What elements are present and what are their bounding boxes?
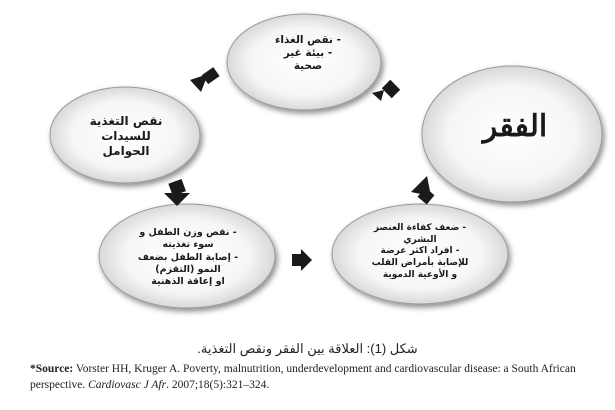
node-poverty-text: الفقر xyxy=(440,108,590,146)
cycle-diagram xyxy=(49,13,603,309)
node-line: و الأوعية الدموية xyxy=(382,269,458,280)
node-weak-productivity xyxy=(331,203,509,305)
arrow-nutrition-to-child-shaft xyxy=(168,178,186,196)
arrow-nutrition-to-child xyxy=(164,193,190,206)
node-line: النمو (التقزم) xyxy=(155,264,221,276)
node-line: الحوامل xyxy=(102,144,150,158)
source-rest: . 2007;18(5):321–324. xyxy=(166,378,270,391)
node-line: نقص التغذية xyxy=(89,114,163,128)
node-line: - نقص وزن الطفل و xyxy=(139,227,237,238)
node-line: سوء تغذيته xyxy=(162,239,214,251)
arrow-food-to-nutrition-shaft xyxy=(201,67,220,85)
figure-caption: شكل (1): العلاقة بين الفقر ونقص التغذية. xyxy=(197,341,418,356)
node-line: للسيدات xyxy=(101,129,151,143)
node-food-shortage-text: - نقص الغذاء - بيئة غير صحية xyxy=(248,34,368,73)
arrow-poverty-to-food-shaft xyxy=(381,79,401,99)
node-line: الفقر xyxy=(482,109,548,144)
node-maternal-nutrition-text: نقص التغذية للسيدات الحوامل xyxy=(72,114,180,159)
node-line: البشري xyxy=(403,234,437,245)
node-line: - بيئة غير xyxy=(283,47,333,60)
node-food-shortage xyxy=(226,13,382,111)
arrow-poverty-to-food xyxy=(372,90,384,101)
node-line: - نقص الغذاء xyxy=(275,34,341,46)
arrow-child-to-weak-shaft xyxy=(292,254,302,266)
node-line: - ضعف كفاءة العنصر xyxy=(373,223,467,233)
source-label: *Source: xyxy=(30,363,74,375)
source-text: Vorster HH, Kruger A. Poverty, malnutrit… xyxy=(30,363,576,391)
source-journal: Cardiovasc J Afr xyxy=(88,378,167,391)
arrow-weak-to-poverty-shaft xyxy=(417,187,435,205)
node-poverty xyxy=(421,65,603,203)
arrow-food-to-nutrition xyxy=(190,74,208,92)
node-line: - افراد اكثر عرضة xyxy=(380,246,460,257)
source-citation: *Source: Vorster HH, Kruger A. Poverty, … xyxy=(30,362,590,393)
node-line: للإصابة بأمراض القلب xyxy=(371,258,469,269)
node-line: - إصابة الطفل بضعف xyxy=(137,251,239,263)
node-child-growth xyxy=(98,203,276,309)
node-line: او إعاقة الذهنية xyxy=(151,276,225,288)
node-line: صحية xyxy=(293,60,323,73)
arrow-child-to-weak xyxy=(301,249,312,271)
node-weak-productivity-text: - ضعف كفاءة العنصر البشري - افراد اكثر ع… xyxy=(350,223,490,281)
node-maternal-nutrition xyxy=(49,86,201,184)
node-child-growth-text: - نقص وزن الطفل و سوء تغذيته - إصابة الط… xyxy=(108,227,268,289)
